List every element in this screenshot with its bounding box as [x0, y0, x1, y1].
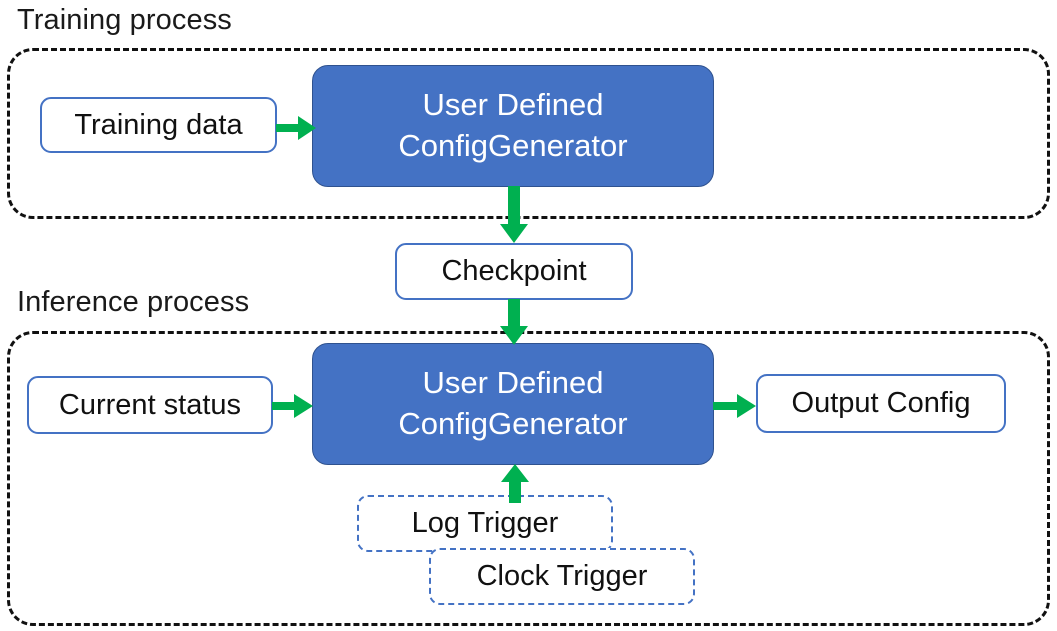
node-generator-training-label-line1: User Defined	[422, 87, 604, 123]
node-training-data[interactable]: Training data	[40, 97, 277, 153]
node-clock-trigger-label: Clock Trigger	[476, 560, 648, 593]
node-user-defined-configgenerator-training[interactable]: User Defined ConfigGenerator	[312, 65, 714, 187]
node-generator-training-label-line2: ConfigGenerator	[398, 128, 628, 163]
node-user-defined-configgenerator-inference[interactable]: User Defined ConfigGenerator	[312, 343, 714, 465]
training-process-title: Training process	[17, 4, 232, 36]
inference-process-container	[7, 331, 1050, 626]
node-log-trigger[interactable]: Log Trigger	[357, 495, 613, 552]
node-clock-trigger[interactable]: Clock Trigger	[429, 548, 695, 605]
arrow-training-data-to-generator-icon	[276, 113, 318, 143]
arrow-generator-to-output-config-icon	[713, 391, 759, 421]
training-process-container	[7, 48, 1050, 219]
node-current-status-label: Current status	[58, 388, 242, 421]
node-output-config[interactable]: Output Config	[756, 374, 1006, 433]
node-generator-inference-label-line2: ConfigGenerator	[398, 406, 628, 441]
node-current-status[interactable]: Current status	[27, 376, 273, 434]
arrow-triggers-to-generator-icon	[500, 464, 530, 504]
arrow-current-status-to-generator-icon	[272, 391, 316, 421]
node-output-config-label: Output Config	[791, 387, 971, 420]
arrow-checkpoint-to-generator-icon	[499, 299, 529, 347]
node-generator-inference-label-line1: User Defined	[422, 365, 604, 401]
node-log-trigger-label: Log Trigger	[411, 507, 559, 540]
node-checkpoint[interactable]: Checkpoint	[395, 243, 633, 300]
node-checkpoint-label: Checkpoint	[441, 255, 587, 288]
arrow-generator-to-checkpoint-icon	[499, 186, 529, 246]
inference-process-title: Inference process	[17, 286, 250, 318]
node-training-data-label: Training data	[74, 108, 243, 141]
